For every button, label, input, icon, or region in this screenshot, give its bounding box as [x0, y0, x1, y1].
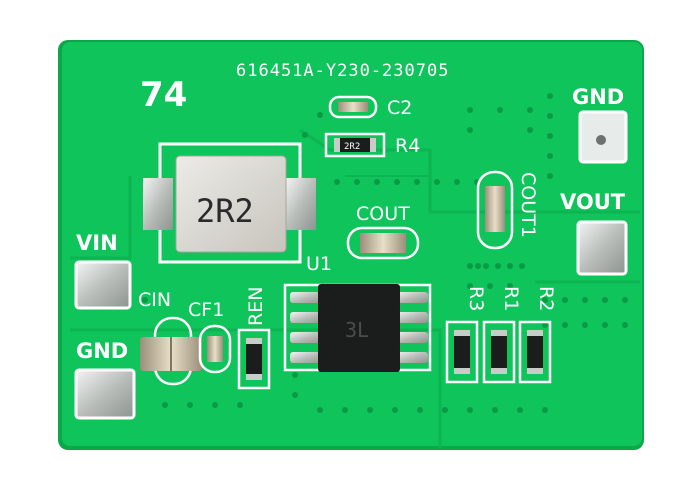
- gnd-bottom-pad[interactable]: [74, 368, 136, 420]
- capacitor-c2: [328, 95, 378, 119]
- label-cin: CIN: [138, 289, 171, 311]
- resistor-r4: 2R2: [324, 132, 386, 158]
- label-u1: U1: [306, 253, 332, 275]
- gnd-top-pad[interactable]: [578, 110, 628, 164]
- ic-marking: 3L: [345, 318, 369, 342]
- r4-marking: 2R2: [344, 142, 360, 152]
- capacitor-cout: [346, 226, 420, 260]
- label-ren: REN: [245, 287, 267, 326]
- resistor-ren: [237, 328, 271, 390]
- resistor-r1: [482, 320, 516, 384]
- label-r3: R3: [465, 286, 487, 311]
- resistor-r2: [518, 320, 552, 384]
- gnd-top-hole: [596, 135, 606, 145]
- ic-u1: 3L: [283, 283, 432, 372]
- label-cout1: COUT1: [517, 172, 539, 238]
- vias: [122, 93, 628, 413]
- label-c2: C2: [387, 97, 412, 119]
- vin-pad[interactable]: [74, 260, 132, 310]
- label-r2: R2: [535, 286, 557, 311]
- board-number: 74: [140, 75, 187, 115]
- vout-pad[interactable]: [576, 220, 628, 276]
- capacitor-cin: [140, 316, 202, 386]
- label-gnd-top: GND: [572, 85, 624, 109]
- part-code: 616451A-Y230-230705: [236, 61, 449, 81]
- resistor-r3: [445, 320, 479, 384]
- label-cout: COUT: [356, 203, 410, 225]
- label-r4: R4: [395, 135, 420, 157]
- label-vin: VIN: [76, 231, 118, 255]
- label-vout: VOUT: [560, 190, 626, 214]
- inductor: 2R2: [143, 142, 316, 264]
- inductor-marking: 2R2: [196, 192, 254, 230]
- capacitor-cf1: [198, 324, 232, 374]
- label-cf1: CF1: [188, 299, 224, 321]
- capacitor-cout1: [476, 170, 514, 250]
- label-r1: R1: [500, 286, 522, 311]
- label-gnd-bottom: GND: [76, 339, 128, 363]
